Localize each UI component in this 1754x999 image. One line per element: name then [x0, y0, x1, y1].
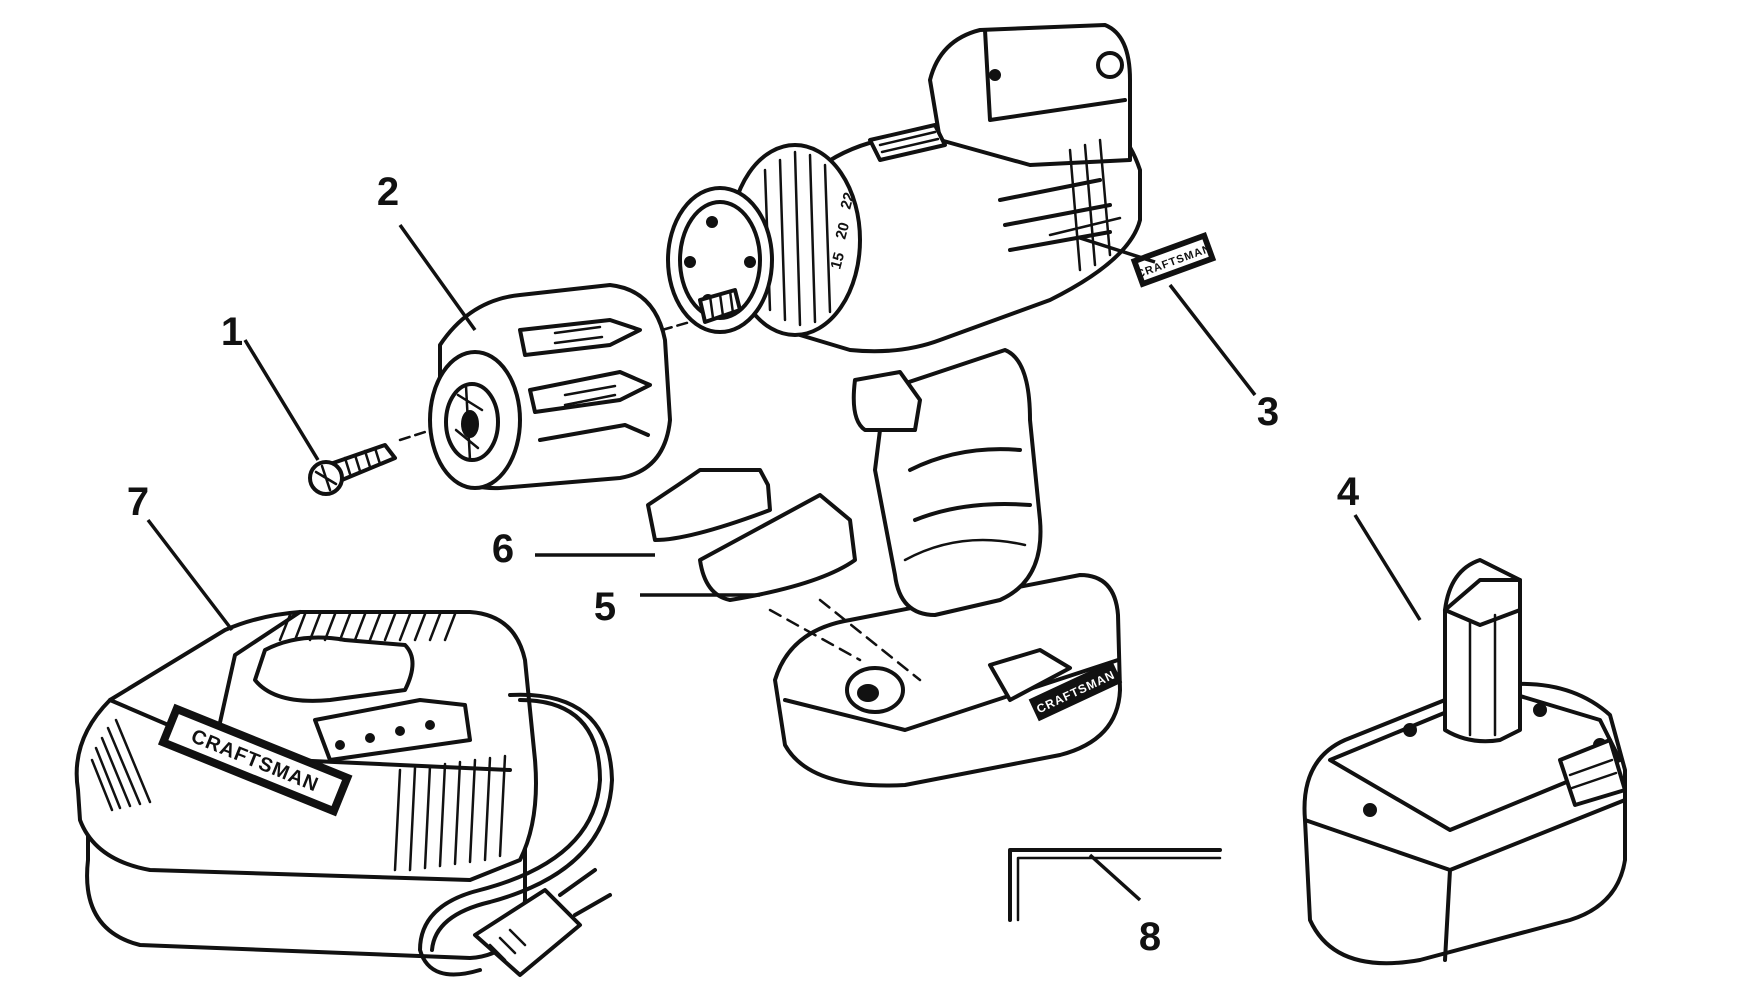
hex-key	[1008, 848, 1222, 922]
callout-7: 7	[127, 480, 149, 524]
clutch-mark-22: 22	[837, 191, 858, 212]
callout-4: 4	[1337, 470, 1360, 514]
battery-pack	[1302, 558, 1627, 966]
charger: CRAFTSMAN	[74, 610, 614, 977]
chuck-screw	[308, 430, 427, 496]
callout-2: 2	[377, 170, 399, 214]
callout-1: 1	[221, 310, 243, 354]
callout-5: 5	[594, 585, 616, 629]
callout-numbers: 1 2 3 4 5 6 7 8	[127, 170, 1360, 959]
label-part-6	[646, 468, 772, 542]
keyless-chuck	[428, 283, 692, 491]
clutch-mark-20: 20	[832, 221, 853, 242]
callout-8: 8	[1139, 915, 1161, 959]
callout-6: 6	[492, 527, 514, 571]
plug-icon	[473, 868, 612, 977]
leader-lines	[146, 223, 1422, 902]
clutch-mark-15: 15	[827, 251, 848, 272]
callout-3: 3	[1257, 390, 1279, 434]
label-part-5	[698, 493, 857, 602]
drill-body: CRAFTSMAN 15 20 22	[666, 23, 1142, 788]
